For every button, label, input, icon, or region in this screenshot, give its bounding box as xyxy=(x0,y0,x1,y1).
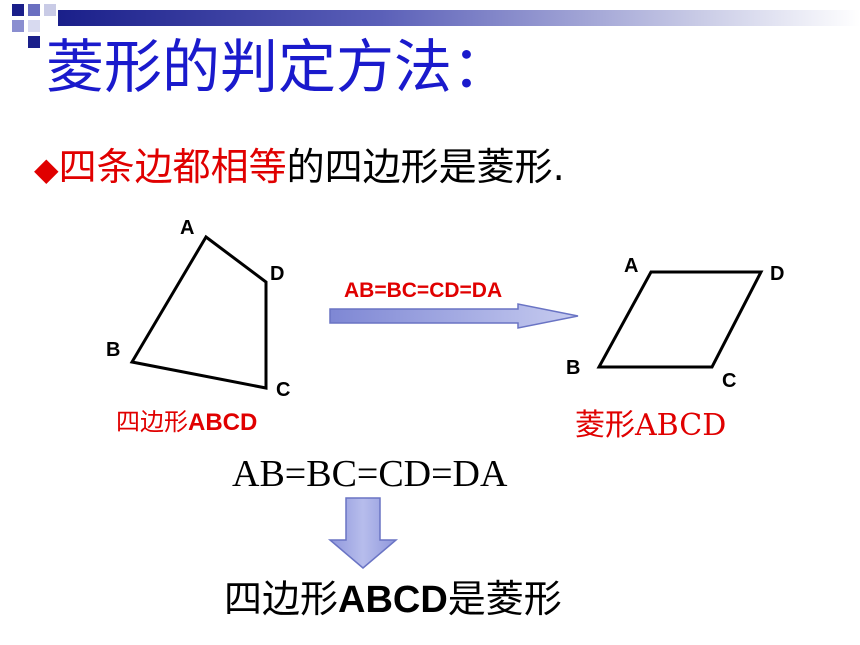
corner-square-5 xyxy=(28,20,40,32)
bullet-emphasis: 四条边都相等 xyxy=(58,145,287,189)
rhombus-vertex-c: C xyxy=(722,370,736,392)
corner-square-1 xyxy=(12,4,24,16)
rhombus-vertex-b: B xyxy=(566,357,580,379)
corner-square-4 xyxy=(12,20,24,32)
quad-vertex-a: A xyxy=(180,217,194,239)
slide-title: 菱形的判定方法： xyxy=(46,33,511,101)
rhombus-shape xyxy=(596,270,764,369)
quadrilateral-caption: 四边形ABCD xyxy=(116,402,257,437)
down-arrow-icon xyxy=(327,497,399,569)
conclusion-latin: ABCD xyxy=(338,579,448,621)
conclusion-statement: 四边形ABCD是菱形 xyxy=(224,568,562,623)
conclusion-post: 是菱形 xyxy=(447,577,562,621)
equal-sides-equation: AB=BC=CD=DA xyxy=(232,453,508,495)
arrow-label: AB=BC=CD=DA xyxy=(344,279,502,302)
quad-vertex-b: B xyxy=(106,339,120,361)
bullet-rest: 的四边形是菱形. xyxy=(286,145,565,189)
quad-vertex-d: D xyxy=(270,263,284,285)
quadrilateral-caption-latin: ABCD xyxy=(188,409,258,436)
rhombus-vertex-d: D xyxy=(770,263,784,285)
header-bar xyxy=(58,10,860,26)
corner-square-3 xyxy=(44,4,56,16)
quadrilateral-caption-cn: 四边形 xyxy=(116,408,188,436)
corner-square-2 xyxy=(28,4,40,16)
quadrilateral-shape xyxy=(129,234,268,390)
conclusion-pre: 四边形 xyxy=(224,577,339,621)
quad-vertex-c: C xyxy=(276,379,290,401)
corner-square-6 xyxy=(28,36,40,48)
rhombus-caption: 菱形ABCD xyxy=(575,408,727,443)
right-arrow-icon xyxy=(329,303,579,329)
rhombus-vertex-a: A xyxy=(624,255,638,277)
diamond-bullet-icon: ◆ xyxy=(34,150,59,188)
bullet-statement: ◆四条边都相等的四边形是菱形. xyxy=(34,148,565,186)
